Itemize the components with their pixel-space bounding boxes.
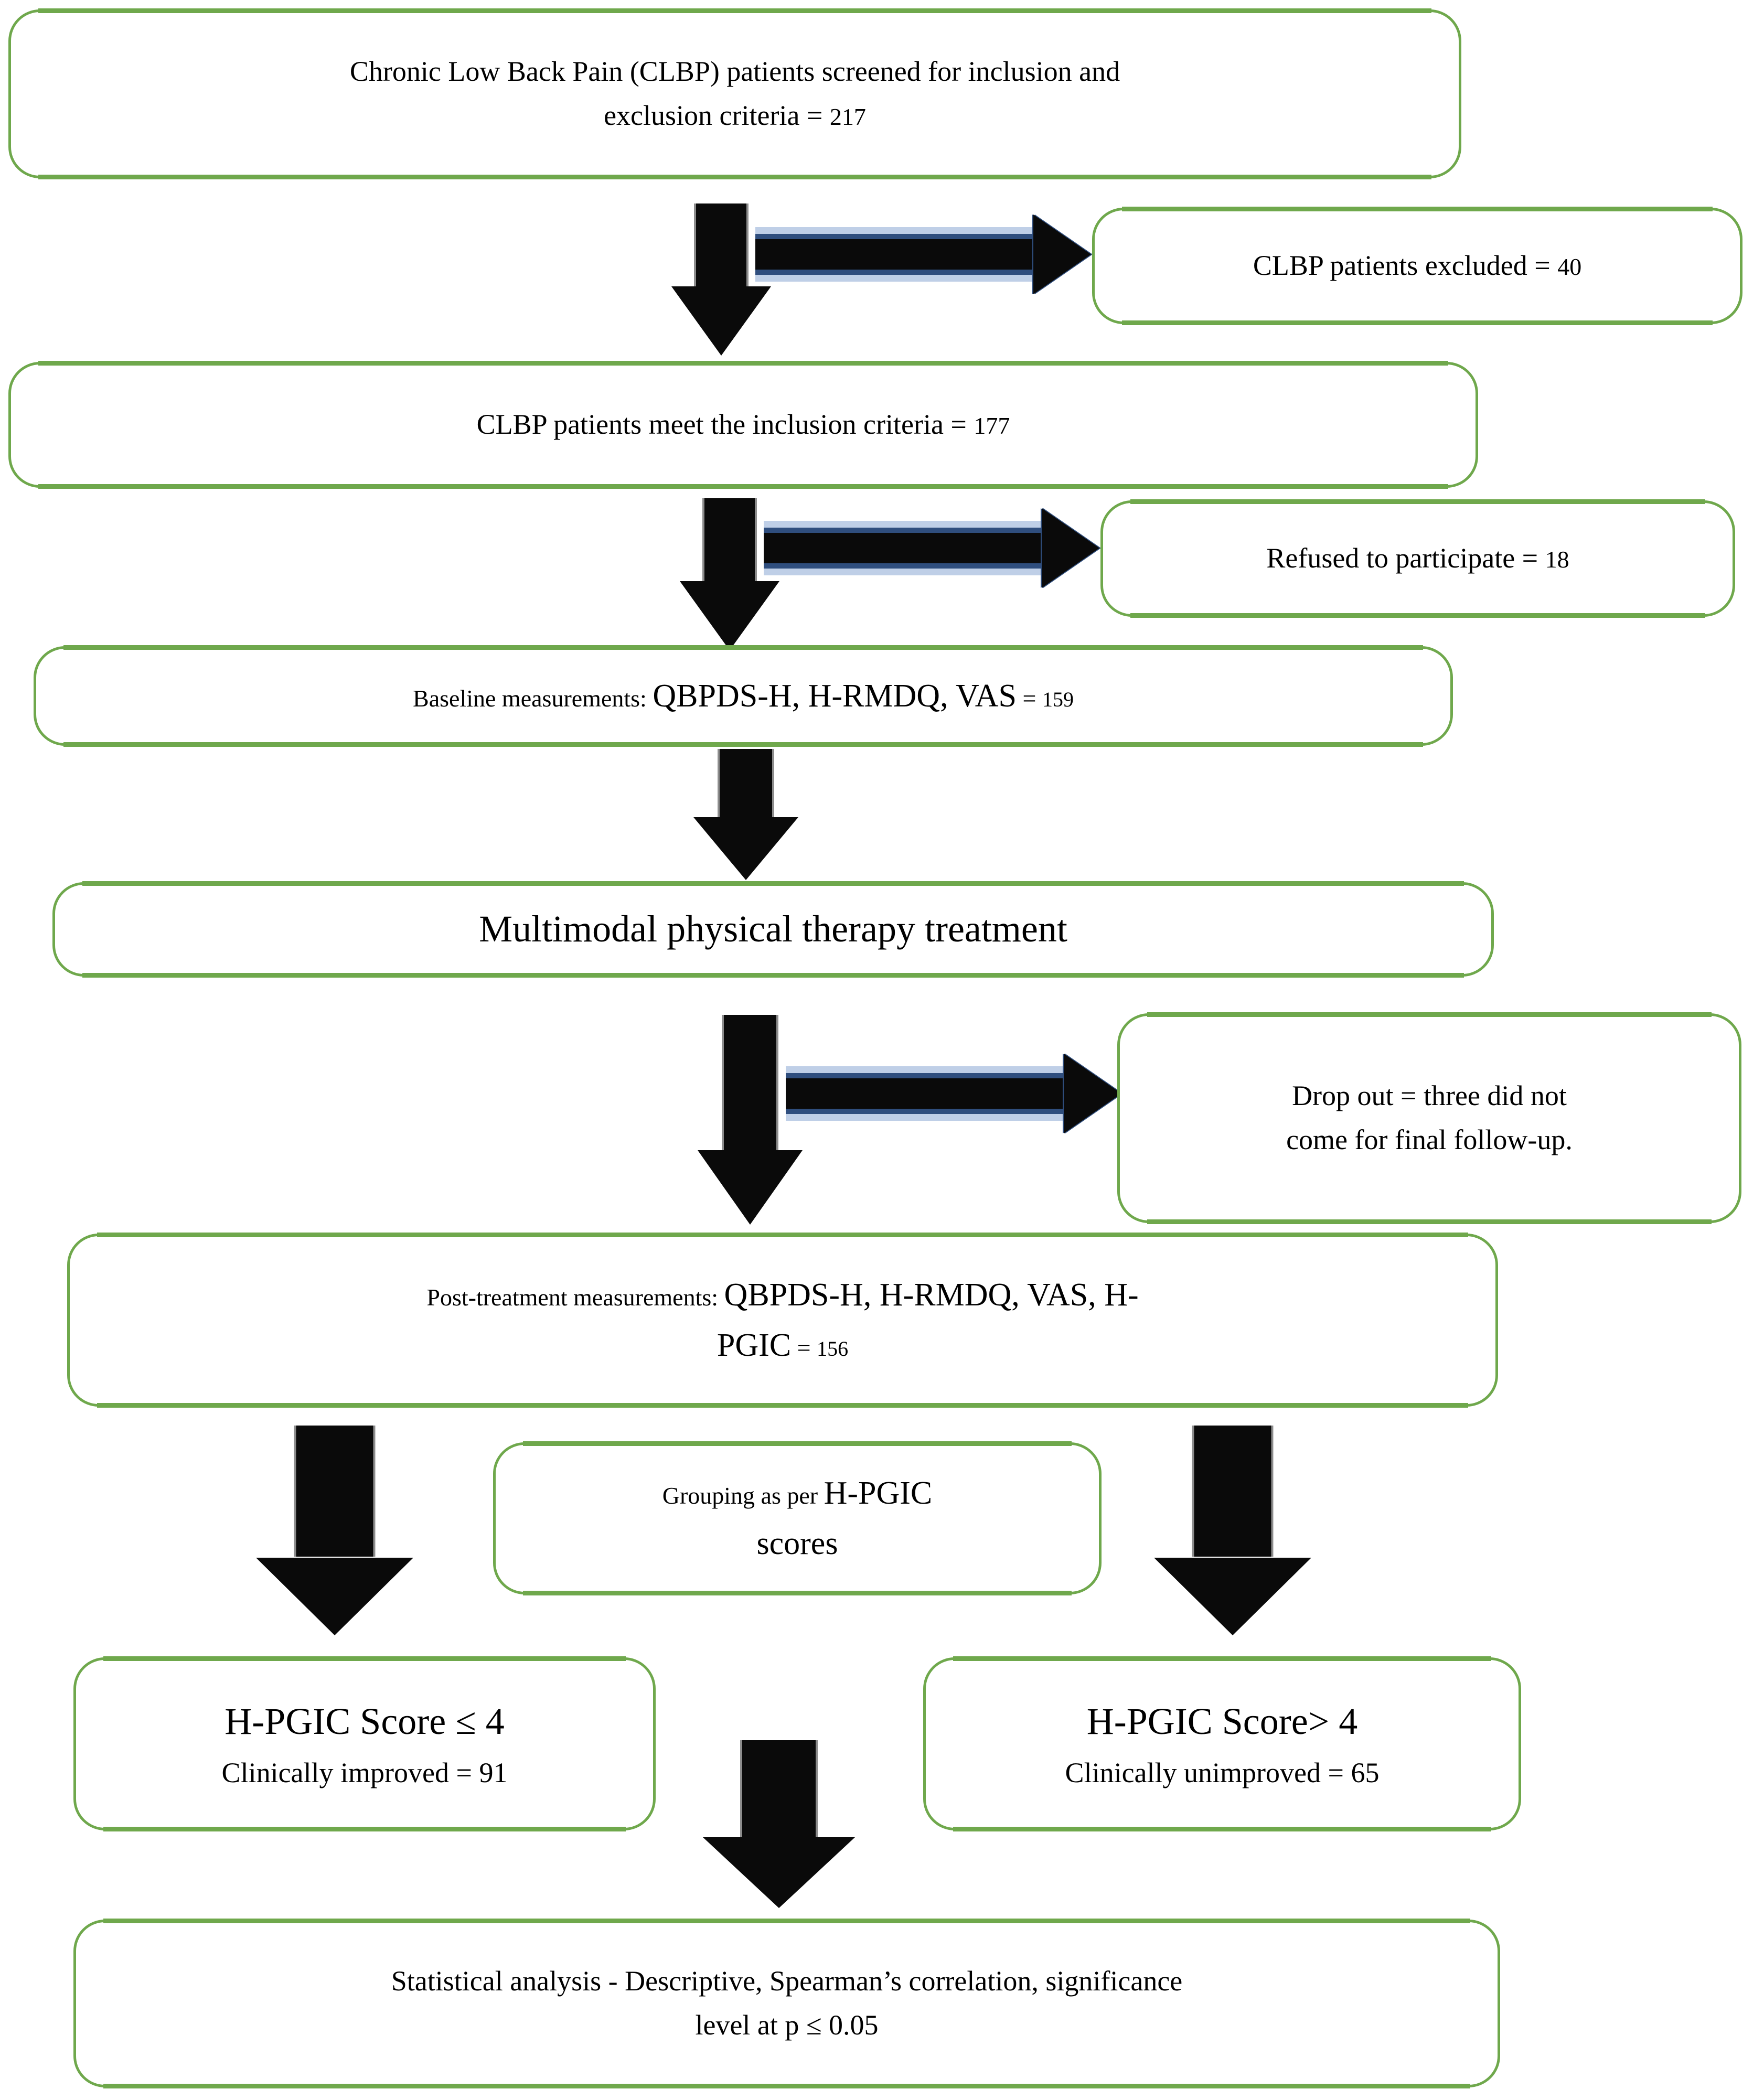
node-improved-sub: Clinically improved = 91 (222, 1751, 508, 1795)
node-dropout-line2: come for final follow-up. (1286, 1124, 1573, 1155)
node-baseline-eq: = (1017, 684, 1042, 712)
node-baseline-text: Baseline measurements: QBPDS-H, H-RMDQ, … (413, 671, 1074, 721)
node-included-text: CLBP patients meet the inclusion criteri… (477, 403, 1010, 447)
node-refused: Refused to participate = 18 (1100, 499, 1735, 618)
node-treatment: Multimodal physical therapy treatment (52, 881, 1494, 978)
arrow-down-to-stats (698, 1740, 860, 1908)
arrow-right-to-refused (764, 508, 1099, 588)
node-screened-line2: exclusion criteria = 217 (604, 94, 866, 138)
node-statistical-analysis: Statistical analysis - Descriptive, Spea… (73, 1919, 1500, 2088)
arrow-right-to-excluded (755, 215, 1091, 294)
node-screened: Chronic Low Back Pain (CLBP) patients sc… (8, 8, 1461, 179)
arrow-down-included-to-baseline (680, 498, 779, 650)
arrow-down-baseline-to-treatment (693, 749, 798, 880)
node-stats-line2: level at p ≤ 0.05 (695, 2009, 879, 2041)
node-improved: H-PGIC Score ≤ 4 Clinically improved = 9… (73, 1656, 656, 1831)
node-improved-count: 91 (479, 1756, 508, 1788)
node-dropout-line1: Drop out = three did not (1292, 1080, 1567, 1112)
node-grouping: Grouping as per H-PGIC scores (493, 1441, 1102, 1595)
node-included: CLBP patients meet the inclusion criteri… (8, 361, 1478, 489)
node-refused-text: Refused to participate = 18 (1266, 537, 1569, 581)
node-excluded: CLBP patients excluded = 40 (1092, 207, 1742, 325)
node-unimproved-sub: Clinically unimproved = 65 (1065, 1751, 1380, 1795)
node-unimproved: H-PGIC Score> 4 Clinically unimproved = … (923, 1656, 1521, 1831)
node-grouping-instrument: H-PGIC (824, 1475, 933, 1511)
node-grouping-line1: Grouping as per H-PGIC (662, 1468, 933, 1518)
arrow-down-to-unimproved (1154, 1426, 1311, 1635)
arrow-down-treatment-to-post (698, 1015, 803, 1225)
node-excluded-text: CLBP patients excluded = 40 (1253, 244, 1581, 288)
node-grouping-prefix: Grouping as per (662, 1482, 824, 1509)
node-unimproved-sub-label: Clinically unimproved = (1065, 1756, 1351, 1788)
node-post-measures-2: PGIC (717, 1327, 792, 1363)
node-post-label: Post-treatment measurements: (426, 1283, 724, 1311)
node-excluded-count: 40 (1557, 253, 1582, 281)
node-refused-count: 18 (1545, 546, 1569, 573)
node-post-eq: = (791, 1334, 817, 1361)
node-post-line1: Post-treatment measurements: QBPDS-H, H-… (426, 1270, 1138, 1320)
node-post-measures-1: QBPDS-H, H-RMDQ, VAS, H- (724, 1277, 1139, 1313)
node-baseline: Baseline measurements: QBPDS-H, H-RMDQ, … (34, 645, 1453, 747)
arrow-right-to-dropout (786, 1054, 1121, 1133)
node-improved-heading: H-PGIC Score ≤ 4 (224, 1700, 505, 1743)
node-included-label: CLBP patients meet the inclusion criteri… (476, 409, 974, 441)
node-baseline-measures: QBPDS-H, H-RMDQ, VAS (653, 678, 1017, 714)
node-treatment-text: Multimodal physical therapy treatment (479, 908, 1067, 950)
node-baseline-count: 159 (1042, 687, 1074, 711)
node-unimproved-heading: H-PGIC Score> 4 (1086, 1700, 1358, 1743)
node-screened-line2-text: exclusion criteria = (604, 100, 830, 131)
node-improved-sub-label: Clinically improved = (221, 1756, 479, 1788)
node-unimproved-count: 65 (1351, 1756, 1380, 1788)
node-stats-line1: Statistical analysis - Descriptive, Spea… (391, 1965, 1183, 1997)
node-baseline-label: Baseline measurements: (413, 684, 653, 712)
node-screened-count: 217 (829, 103, 866, 130)
node-included-count: 177 (974, 412, 1010, 440)
node-post-treatment: Post-treatment measurements: QBPDS-H, H-… (67, 1233, 1498, 1408)
arrow-down-to-improved (256, 1426, 413, 1635)
node-screened-line1: Chronic Low Back Pain (CLBP) patients sc… (349, 56, 1120, 88)
node-excluded-label: CLBP patients excluded = (1253, 250, 1558, 282)
node-post-line2: PGIC = 156 (717, 1320, 848, 1370)
node-dropout: Drop out = three did not come for final … (1117, 1012, 1741, 1224)
node-grouping-line2: scores (756, 1526, 838, 1561)
node-post-count: 156 (817, 1337, 849, 1360)
node-refused-label: Refused to participate = (1266, 542, 1545, 574)
arrow-down-screened-to-included (671, 203, 771, 356)
